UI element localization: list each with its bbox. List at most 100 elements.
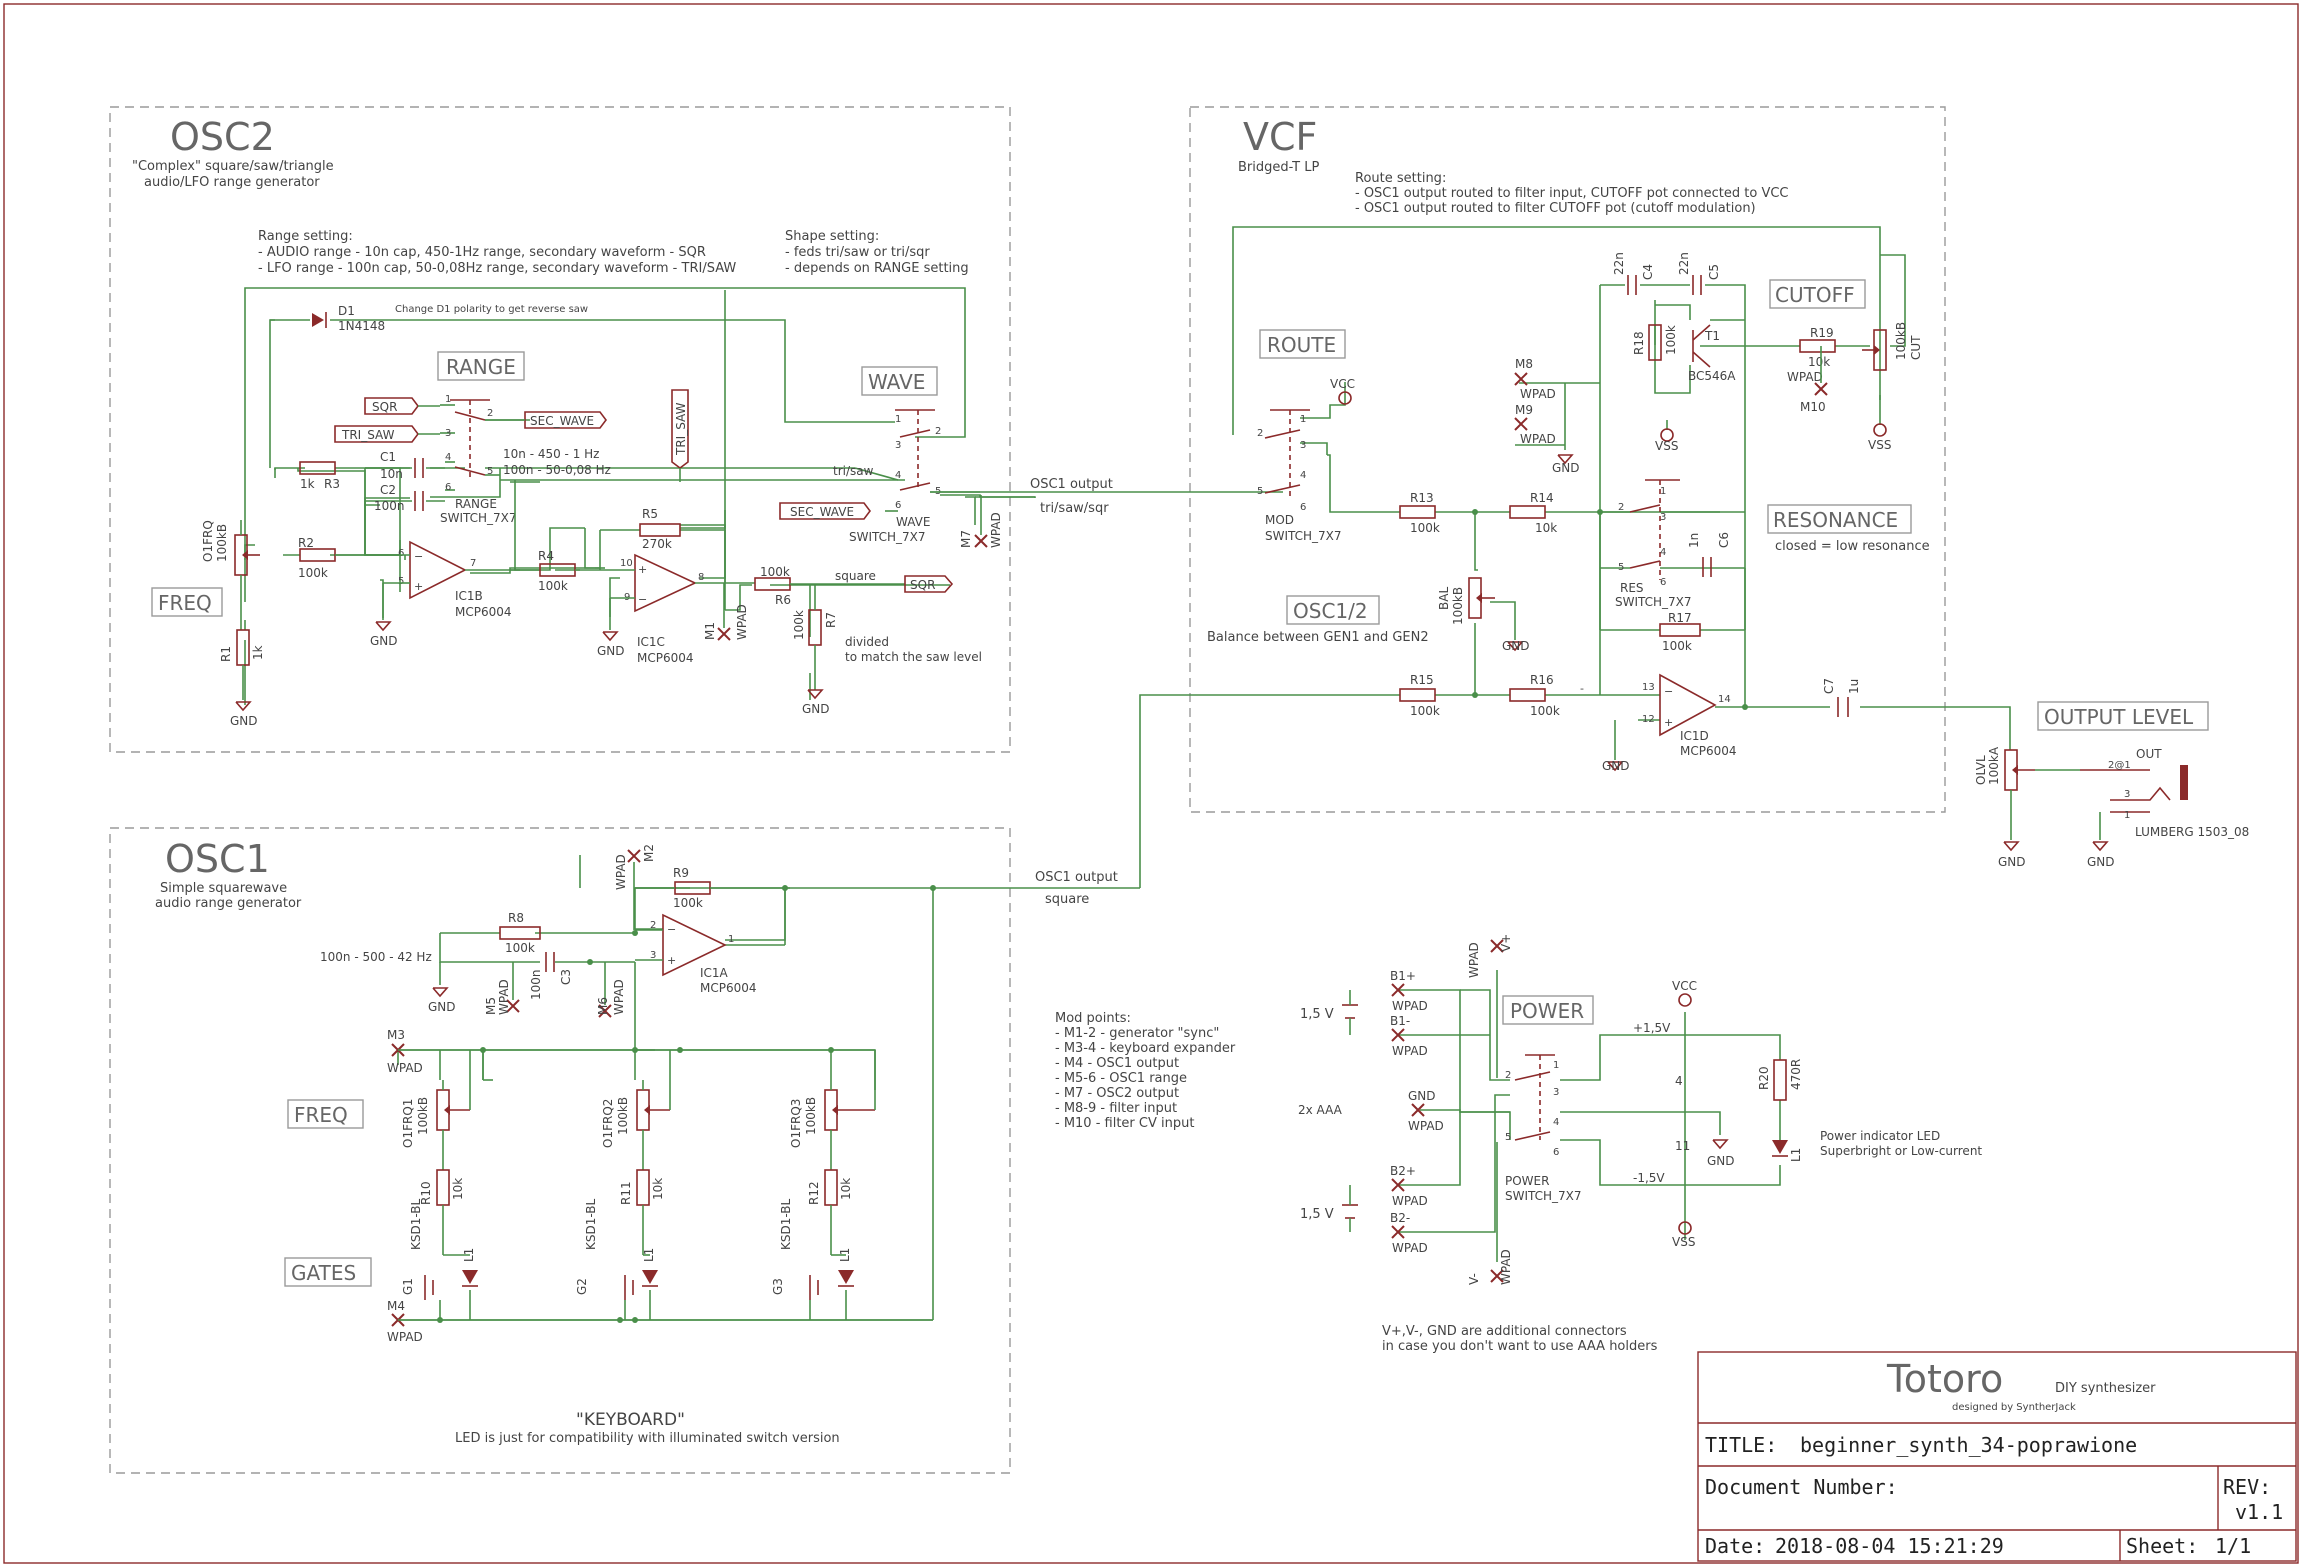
svg-text:470R: 470R <box>1789 1059 1803 1090</box>
m3-m4-pads: M3 WPAD M4 WPAD <box>387 1028 423 1344</box>
svg-text:1: 1 <box>1660 486 1666 497</box>
output-level-pot: OLVL 100kA GND <box>1974 746 2080 869</box>
svg-text:100k: 100k <box>538 579 568 593</box>
svg-text:C5: C5 <box>1707 264 1721 280</box>
svg-text:O1FRQ2: O1FRQ2 <box>601 1099 615 1148</box>
svg-text:M2: M2 <box>642 844 656 862</box>
m5-m6-pads: M5 WPAD M6 WPAD <box>484 979 626 1018</box>
cutoff-box: CUTOFF <box>1775 283 1855 307</box>
svg-text:+: + <box>638 563 647 576</box>
svg-text:4: 4 <box>445 452 451 463</box>
svg-text:MCP6004: MCP6004 <box>1680 744 1737 758</box>
svg-text:2@1: 2@1 <box>2108 760 2131 771</box>
svg-text:4: 4 <box>1300 470 1306 481</box>
svg-text:GND: GND <box>2087 855 2115 869</box>
svg-text:6: 6 <box>1300 502 1306 513</box>
svg-text:1/1: 1/1 <box>2215 1534 2251 1558</box>
svg-text:CUT: CUT <box>1909 335 1923 360</box>
svg-text:5: 5 <box>1618 562 1624 573</box>
svg-text:MCP6004: MCP6004 <box>700 981 757 995</box>
svg-text:MCP6004: MCP6004 <box>637 651 694 665</box>
osc2-sub1: "Complex" square/saw/triangle <box>132 159 334 174</box>
svg-text:REV:: REV: <box>2223 1475 2271 1499</box>
svg-text:100k: 100k <box>792 610 806 640</box>
svg-text:Mod points:: Mod points: <box>1055 1011 1131 1026</box>
svg-text:+: + <box>667 954 676 967</box>
svg-text:SWITCH_7X7: SWITCH_7X7 <box>440 511 517 525</box>
svg-text:100kB: 100kB <box>804 1097 818 1135</box>
svg-text:VCC: VCC <box>1330 377 1355 391</box>
output-jack: OUT 2@1 3 1 GND LUMBERG 1503_08 <box>2080 747 2249 869</box>
svg-text:WPAD: WPAD <box>1520 387 1556 401</box>
svg-text:+1,5V: +1,5V <box>1633 1021 1671 1035</box>
svg-text:IC1A: IC1A <box>700 966 729 980</box>
svg-text:IC1D: IC1D <box>1680 729 1709 743</box>
svg-text:GND: GND <box>802 702 830 716</box>
svg-text:1k: 1k <box>300 477 315 491</box>
svg-text:+: + <box>1664 716 1673 729</box>
svg-text:R9: R9 <box>673 866 689 880</box>
svg-text:R15: R15 <box>1410 673 1434 687</box>
svg-text:100k: 100k <box>505 941 535 955</box>
svg-text:4: 4 <box>1660 547 1666 558</box>
svg-text:2: 2 <box>1505 1070 1511 1081</box>
svg-text:3: 3 <box>1553 1087 1559 1098</box>
svg-text:GND: GND <box>230 714 258 728</box>
keyboard-sub: LED is just for compatibility with illum… <box>455 1431 840 1446</box>
svg-text:270k: 270k <box>642 537 672 551</box>
svg-text:2: 2 <box>1618 502 1624 513</box>
svg-text:Shape setting:: Shape setting: <box>785 229 879 244</box>
sec-wave2-flag: SEC_WAVE <box>790 505 854 519</box>
svg-text:- depends on RANGE setting: - depends on RANGE setting <box>785 261 969 276</box>
t1-transistor: T1 BC546A <box>1688 324 1736 383</box>
svg-text:12: 12 <box>1642 714 1655 725</box>
svg-text:100n: 100n <box>374 499 405 513</box>
svg-text:O1FRQ: O1FRQ <box>201 520 215 562</box>
keyboard-title: "KEYBOARD" <box>576 1410 685 1430</box>
svg-text:1: 1 <box>2124 810 2130 821</box>
route-box: ROUTE <box>1267 333 1336 357</box>
svg-text:WPAD: WPAD <box>1787 370 1823 384</box>
svg-text:100k: 100k <box>1662 639 1692 653</box>
svg-text:3: 3 <box>650 950 656 961</box>
svg-text:100n - 500 - 42 Hz: 100n - 500 - 42 Hz <box>320 950 432 964</box>
svg-text:D1: D1 <box>338 304 355 318</box>
svg-text:V-: V- <box>1467 1273 1481 1285</box>
svg-text:WPAD: WPAD <box>735 604 749 640</box>
svg-text:R2: R2 <box>298 536 314 550</box>
osc12-box: OSC1/2 <box>1293 599 1368 623</box>
svg-text:GND: GND <box>1602 759 1630 773</box>
svg-text:Superbright or Low-current: Superbright or Low-current <box>1820 1144 1982 1158</box>
svg-text:RES: RES <box>1620 581 1644 595</box>
svg-text:GND: GND <box>1552 461 1580 475</box>
svg-text:-1,5V: -1,5V <box>1633 1171 1665 1185</box>
svg-text:tri/saw/sqr: tri/saw/sqr <box>1040 501 1109 516</box>
cutoff-pot: 100kB CUT VSS <box>1862 322 1923 452</box>
svg-text:1: 1 <box>1300 414 1306 425</box>
svg-text:22n: 22n <box>1677 252 1691 275</box>
svg-text:100n - 50-0,08 Hz: 100n - 50-0,08 Hz <box>503 463 611 477</box>
power-rails: VCC +1,5V 4 11 -1,5V VSS GND R20 470R L1… <box>1633 979 1982 1249</box>
svg-text:Sheet:: Sheet: <box>2126 1534 2198 1558</box>
svg-text:R6: R6 <box>775 593 791 607</box>
svg-text:POWER: POWER <box>1505 1174 1549 1188</box>
svg-text:M4: M4 <box>387 1299 405 1313</box>
svg-text:SWITCH_7X7: SWITCH_7X7 <box>1265 529 1342 543</box>
svg-text:5: 5 <box>1505 1132 1511 1143</box>
svg-text:RANGE: RANGE <box>455 497 497 511</box>
svg-text:R14: R14 <box>1530 491 1554 505</box>
svg-text:100k: 100k <box>1530 704 1560 718</box>
svg-text:11: 11 <box>1675 1139 1690 1153</box>
gates-box: GATES <box>291 1261 356 1285</box>
svg-text:B2-: B2- <box>1390 1211 1410 1225</box>
vcf-title: VCF <box>1243 115 1317 159</box>
svg-text:L1: L1 <box>1789 1148 1803 1162</box>
sec-wave-flag: SEC_WAVE <box>530 414 594 428</box>
svg-text:R20: R20 <box>1757 1066 1771 1090</box>
svg-text:WPAD: WPAD <box>1392 1241 1428 1255</box>
svg-text:1n: 1n <box>1687 533 1701 548</box>
svg-text:Power indicator LED: Power indicator LED <box>1820 1129 1940 1143</box>
ic1c-opamp: + − IC1C MCP6004 10 9 8 <box>599 529 755 665</box>
power-box: POWER <box>1510 999 1584 1023</box>
svg-text:−: − <box>638 593 647 606</box>
